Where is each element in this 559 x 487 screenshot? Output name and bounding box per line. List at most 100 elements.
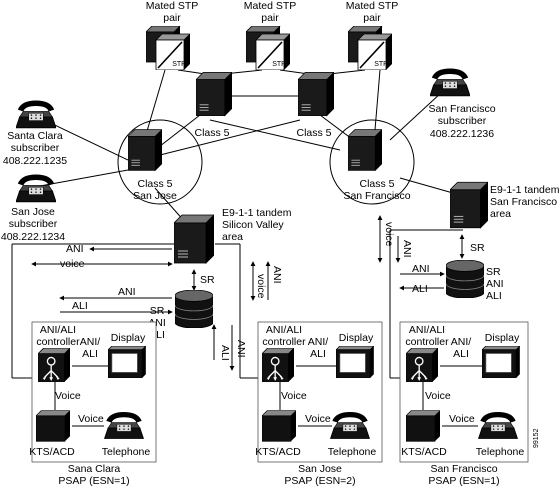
subscriber-sf-number: 408.222.1236 [430,128,494,140]
subscriber-sanjose-line2: subscriber [9,218,58,230]
kts-acd-label: KTS/ACD [401,446,447,458]
ani-label: ANI [66,243,84,255]
display-icon [482,346,520,378]
class5-switch-sanfrancisco: Class 5 San Francisco [343,129,411,202]
voice-label: voice [383,222,395,247]
display-label: Display [339,332,374,344]
telephone-label: Telephone [102,446,151,458]
subscriber-santaclara: Santa Clara subscriber 408.222.1235 [3,100,67,167]
stp-2-label-line1: Mated STP [244,0,297,12]
ani-ali-line2: ALI [310,348,326,360]
subscriber-sanjose-number: 408.222.1234 [1,231,65,243]
stp-1-label-line1: Mated STP [146,0,199,12]
subscriber-sanjose-line1: San Jose [11,206,55,218]
class5-label: Class 5 [296,127,331,139]
voice-cap-label: Voice [281,390,307,402]
mated-stp-pair-2: Mated STP pair STP [244,0,297,70]
psap-sanjose: ANI/ALI controller ANI/ ALI Display Voic… [255,321,383,487]
tandem-sf-line2: San Francisco [490,196,557,208]
subscriber-santaclara-line2: subscriber [11,142,60,154]
psap-sanfrancisco: ANI/ALI controller ANI/ ALI Display Voic… [399,321,529,487]
kts-acd-label: KTS/ACD [255,446,301,458]
class5-server-icon [196,71,232,117]
tandem-sv-line2: Silicon Valley [222,219,284,231]
ani-ali-line2: ALI [82,348,98,360]
ani-label: ANI [118,286,136,298]
sr-label: SR [470,242,485,254]
sanfrancisco-area-circle [329,119,415,205]
controller-label-line1: ANI/ALI [40,324,76,336]
stp-1-label-line2: pair [163,12,181,24]
tandem-server-icon [174,214,214,264]
db-sr-label: SR [150,305,165,317]
kts-acd-icon [262,410,296,442]
telephone-icon [16,174,56,203]
voice-label: voice [255,274,267,299]
stp-tag: STP [172,61,186,68]
telephone-icon [430,68,470,97]
controller-label-line2: controller [405,336,449,348]
controller-label-line2: controller [262,336,306,348]
controller-icon [262,348,294,382]
class5-server-icon [348,129,382,171]
subscriber-sf-line2: subscriber [438,115,487,127]
kts-acd-icon [406,410,440,442]
psap-name: San Jose [298,463,342,475]
db-ani-label: ANI [486,278,504,290]
voice-cap-label: Voice [425,390,451,402]
stp-tag: STP [374,61,388,68]
ali-label: ALI [219,345,231,361]
kts-acd-label: KTS/ACD [29,446,75,458]
telephone-icon [330,412,370,439]
sanjose-area-circle [117,119,203,205]
db-sr-label: SR [486,266,501,278]
database-icon [446,260,484,298]
display-label: Display [485,332,520,344]
class5-switch-center-right: Class 5 [296,71,334,139]
display-label: Display [111,332,146,344]
tandem-sf-line3: area [490,208,511,220]
voice-cap-label: Voice [449,413,475,425]
sr-label: SR [200,274,215,286]
sv-signal-arrows: ANI voice SR SR ANI ALI ANI ALI ALI ANI … [31,243,283,371]
psap-esn: PSAP (ESN=2) [284,475,355,487]
voice-label: voice [60,258,85,270]
psap-esn: PSAP (ESN=1) [58,475,129,487]
class5-server-icon [128,129,162,171]
class5-sf-line2: San Francisco [343,190,410,202]
class5-sanjose-line2: San Jose [133,190,177,202]
psap-name: Sana Clara [68,463,121,475]
kts-acd-icon [36,410,70,442]
subscriber-sf-line1: San Francisco [428,103,495,115]
controller-label-line1: ANI/ALI [266,324,302,336]
ani-ali-line1: ANI/ [451,336,472,348]
tandem-sv-line1: E9-1-1 tandem [222,207,292,219]
ani-label: ANI [271,266,283,284]
database-icon [175,290,213,328]
subscriber-sanjose: San Jose subscriber 408.222.1234 [1,174,65,243]
ani-ali-line2: ALI [453,348,469,360]
psap-santaclara: ANI/ALI controller ANI/ ALI Display Voic… [29,321,157,487]
controller-label-line2: controller [36,336,80,348]
class5-sf-line1: Class 5 [359,178,394,190]
sf-signal-arrows: voice ANI SR SR ANI ALI ANI ALI [377,215,504,302]
controller-label-line1: ANI/ALI [409,324,445,336]
tandem-silicon-valley: E9-1-1 tandem Silicon Valley area [174,207,292,264]
ani-label: ANI [412,263,430,275]
stp-tag: STP [272,61,286,68]
controller-icon [406,348,438,382]
ali-label: ALI [72,300,88,312]
voice-cap-label: Voice [305,413,331,425]
controller-icon [38,348,70,382]
subscriber-sanfrancisco: San Francisco subscriber 408.222.1236 [428,68,496,140]
telephone-icon [16,100,56,129]
ali-label: ALI [412,283,428,295]
tandem-san-francisco: E9-1-1 tandem San Francisco area [450,181,559,229]
ani-label: ANI [401,240,413,258]
figure-id: 99152 [533,428,540,448]
voice-cap-label: Voice [78,413,104,425]
tandem-server-icon [450,181,488,229]
mated-stp-pair-3: Mated STP pair STP [346,0,398,70]
ani-ali-line1: ANI/ [308,336,329,348]
class5-switch-sanjose: Class 5 San Jose [128,129,177,202]
